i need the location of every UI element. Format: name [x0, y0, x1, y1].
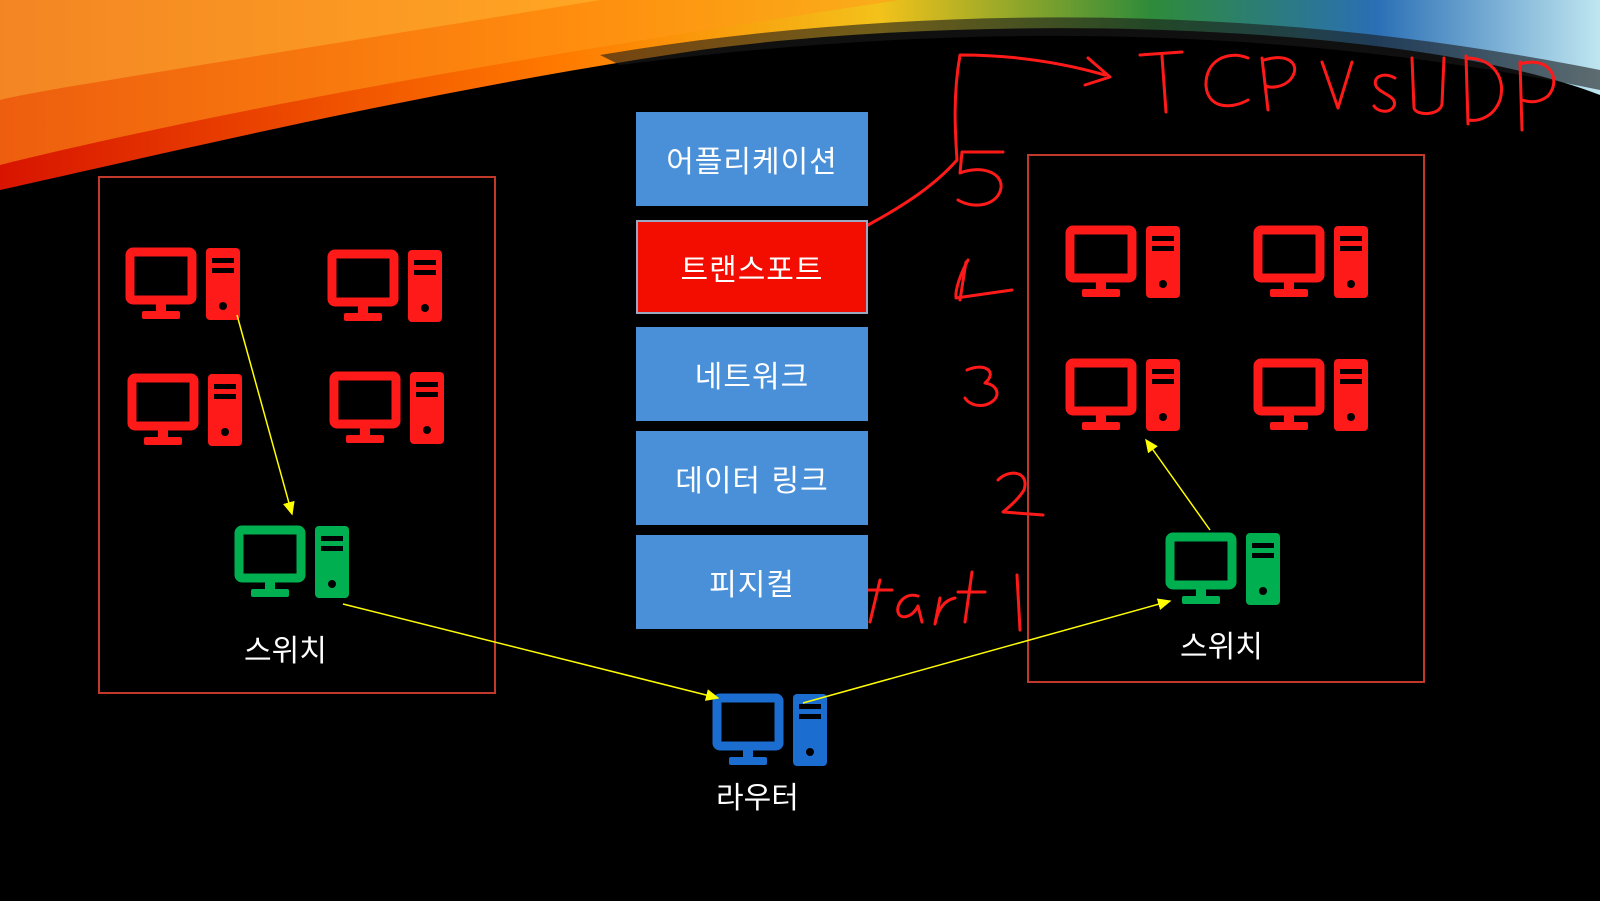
number-1 — [1015, 573, 1022, 632]
osi-layer-transport: 트랜스포트 — [636, 220, 868, 314]
router-computer-icon — [717, 694, 827, 766]
left-host-4-computer-icon — [334, 372, 444, 444]
left-host-3-computer-icon — [132, 374, 242, 446]
bracket-arrow — [866, 53, 1107, 227]
number-4 — [954, 258, 1014, 302]
number-2 — [996, 471, 1045, 517]
packet-path-arrows — [236, 314, 1211, 704]
header-swoosh — [0, 0, 1600, 190]
number-5 — [956, 150, 1005, 207]
number-3 — [963, 365, 999, 407]
right-host-4-computer-icon — [1258, 359, 1368, 431]
osi-layer-application: 어플리케이션 — [636, 112, 868, 206]
osi-layer-label: 피지컬 — [709, 568, 795, 603]
osi-layer-label: 네트워크 — [694, 360, 810, 395]
osi-layer-label: 어플리케이션 — [666, 145, 838, 180]
left-network-box — [98, 176, 496, 694]
left-switch-label: 스위치 — [244, 634, 327, 669]
osi-layer-label: 데이터 링크 — [675, 464, 829, 499]
title-handwriting — [1138, 50, 1556, 132]
handwritten-annotations — [830, 50, 1556, 632]
left-switch-computer-icon — [239, 526, 349, 598]
right-network-box — [1027, 154, 1425, 683]
osi-layer-data-link: 데이터 링크 — [636, 431, 868, 525]
right-host-2-computer-icon — [1258, 226, 1368, 298]
left-host-1-computer-icon — [130, 248, 240, 320]
right-host-3-computer-icon — [1070, 359, 1180, 431]
left-host-2-computer-icon — [332, 250, 442, 322]
osi-layer-network: 네트워크 — [636, 327, 868, 421]
osi-layer-label: 트랜스포트 — [680, 253, 824, 288]
right-host-1-computer-icon — [1070, 226, 1180, 298]
osi-layer-physical: 피지컬 — [636, 535, 868, 629]
right-switch-computer-icon — [1170, 533, 1280, 605]
router-label: 라우터 — [716, 781, 799, 816]
right-switch-label: 스위치 — [1180, 630, 1263, 665]
